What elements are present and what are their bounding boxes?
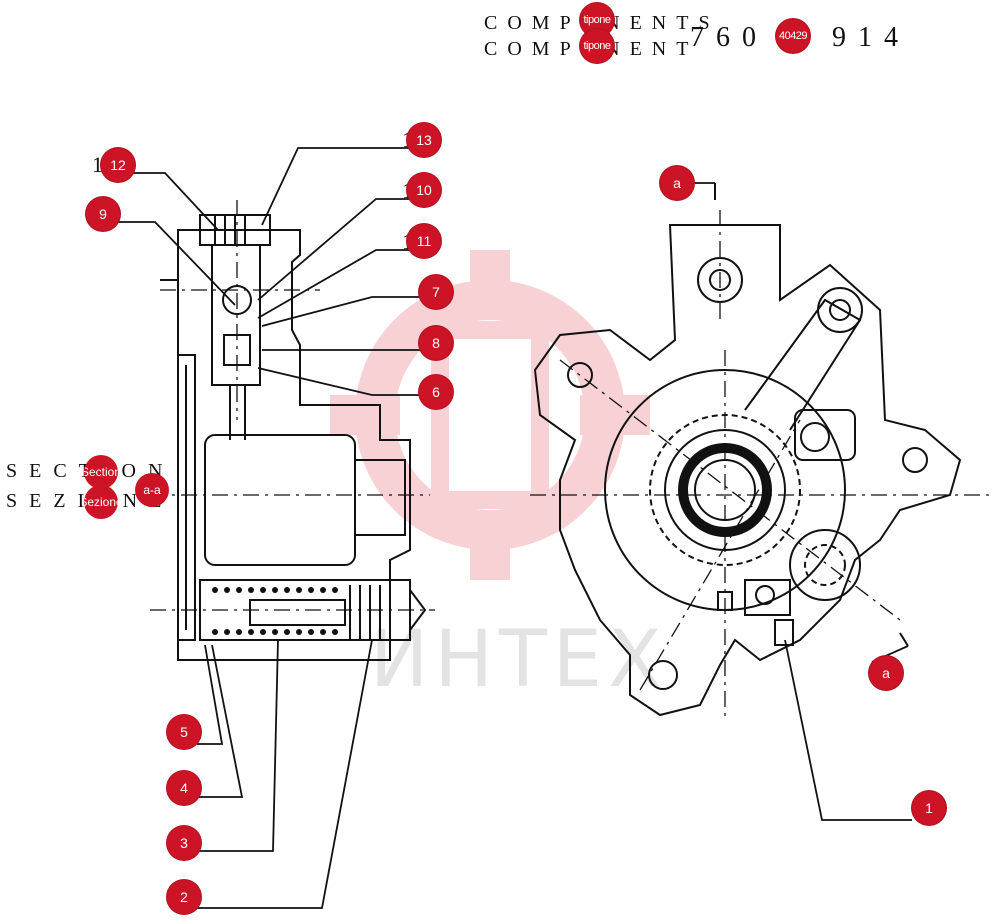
- callout-3[interactable]: 3: [167, 826, 201, 860]
- callout-9[interactable]: 9: [86, 197, 120, 231]
- callout-13[interactable]: 13: [407, 123, 441, 157]
- callout-10[interactable]: 10: [407, 173, 441, 207]
- callout-2[interactable]: 2: [167, 880, 201, 914]
- section-marker-a-top[interactable]: a: [660, 166, 694, 200]
- callout-11[interactable]: 11: [407, 224, 441, 258]
- section-badge-1: Section: [84, 455, 118, 489]
- callout-6[interactable]: 6: [419, 375, 453, 409]
- section-marker-a-bottom[interactable]: a: [869, 656, 903, 690]
- section-badge-2: Sezione: [84, 485, 118, 519]
- watermark-text: ИНТЕХ: [370, 615, 668, 705]
- callout-4[interactable]: 4: [167, 771, 201, 805]
- callout-7[interactable]: 7: [419, 275, 453, 309]
- callout-1[interactable]: 1: [912, 791, 946, 825]
- callout-12[interactable]: 12: [101, 148, 135, 182]
- header-badge-bottom: tipone: [580, 29, 614, 63]
- header-badge-number: 40429: [776, 19, 810, 53]
- lead-digit-12: 1: [92, 152, 103, 177]
- section-label-line-2: SEZIONE: [6, 490, 173, 513]
- callout-8[interactable]: 8: [419, 326, 453, 360]
- section-badge-aa: a-a: [135, 473, 169, 507]
- callout-5[interactable]: 5: [167, 715, 201, 749]
